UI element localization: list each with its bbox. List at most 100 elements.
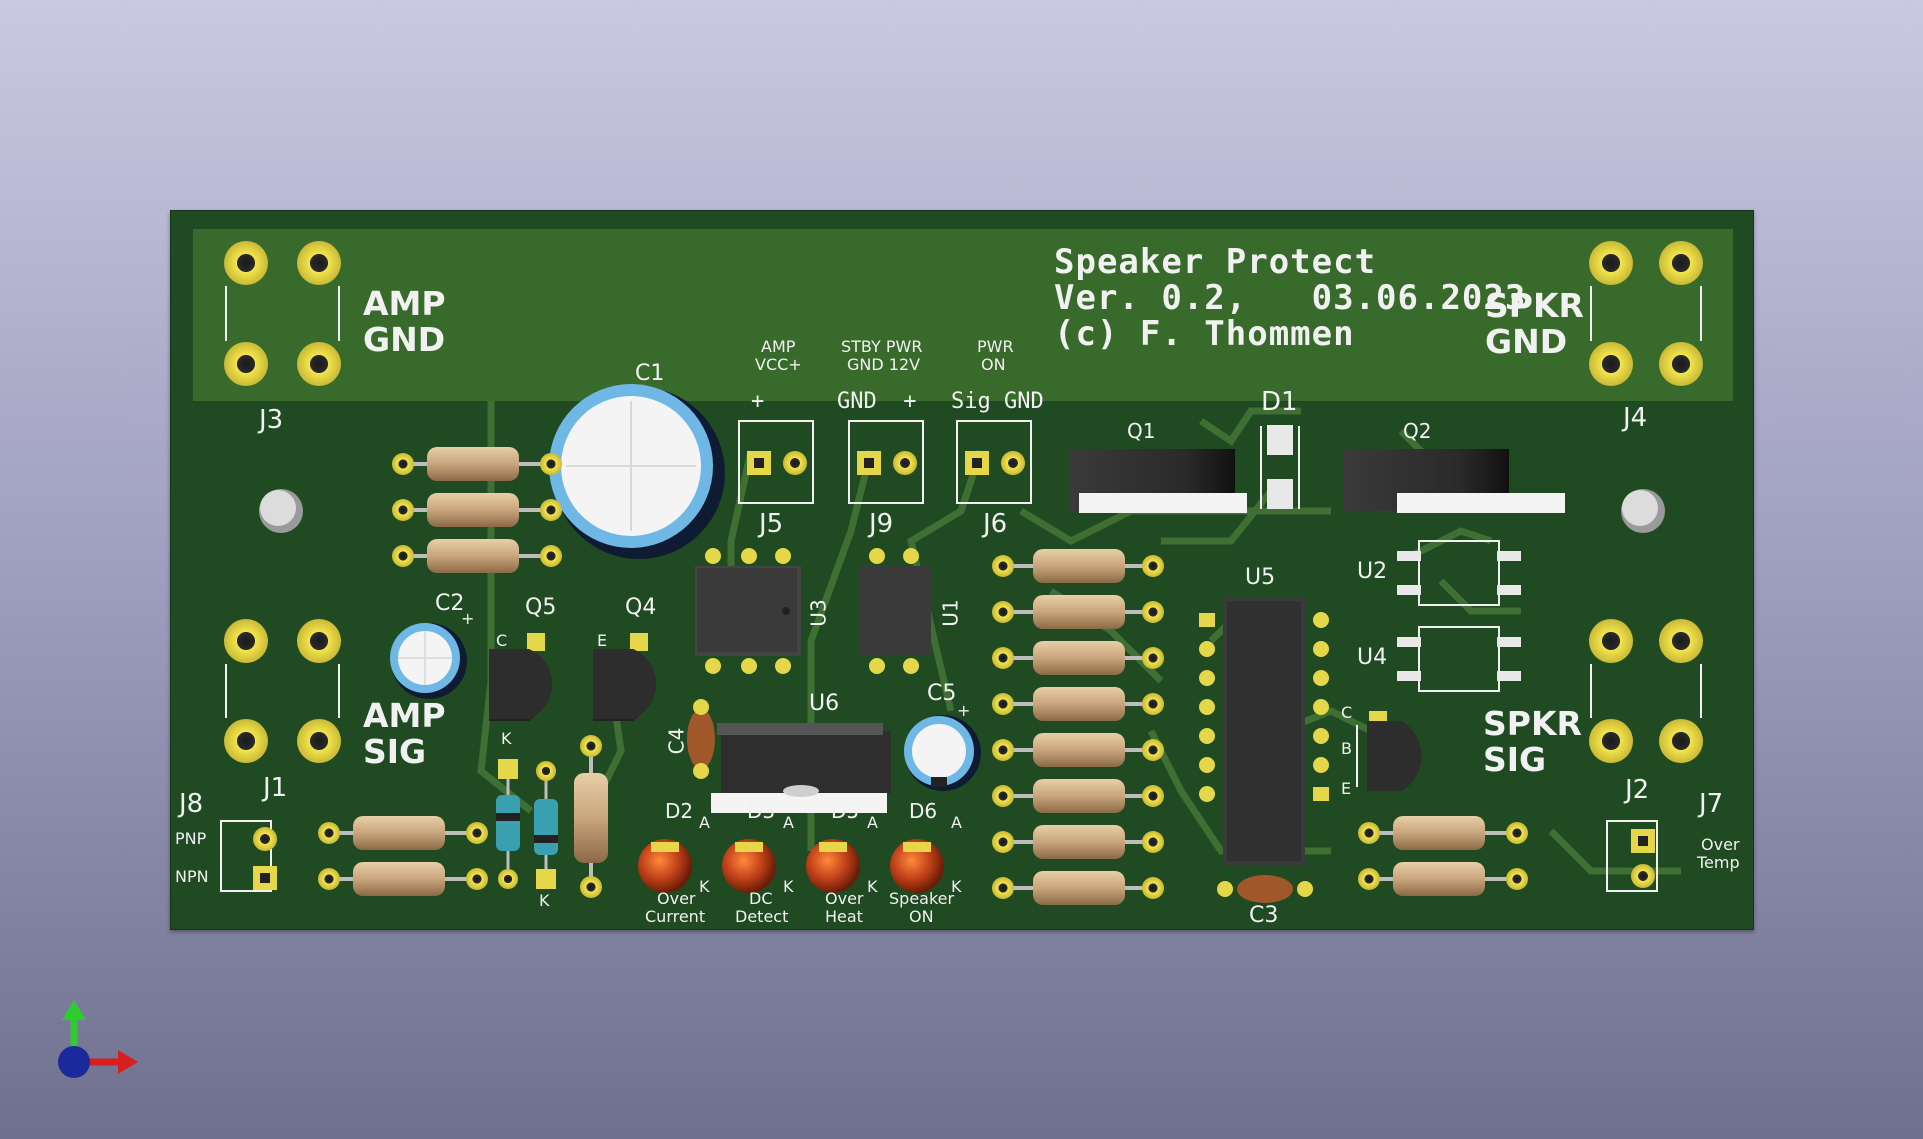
pin-label-e-q4: E [597,631,608,650]
pin-label-a-d5: A [867,813,878,832]
led-label-heat-2: Heat [825,907,863,926]
label-spkr-gnd-2: GND [1485,322,1568,361]
ref-j1: J1 [263,773,288,803]
ref-j7: J7 [1699,789,1724,819]
capacitor-c3 [1217,875,1313,903]
pin-label-c-q3: C [1341,703,1353,722]
title-line-1: Speaker Protect [1054,242,1377,282]
pin-label-a-d6: A [951,813,962,832]
transistor-q5 [489,633,553,721]
ic-u4 [1397,626,1521,692]
resistors-center [992,549,1164,905]
led-label-heat-1: Over [825,889,864,908]
label-amp-sig-1: AMP [363,696,446,735]
led-label-dc-2: Detect [735,907,789,926]
pin-label-b-q3: B [1341,739,1352,758]
pin-label-plus-c5: + [957,701,971,720]
label-pwr-pins: Sig GND [951,389,1044,414]
led-label-speaker-1: Speaker [889,889,955,908]
label-stby-1: STBY PWR [841,337,923,356]
ic-u5 [1199,597,1329,865]
label-amp-vcc-2: VCC+ [755,355,802,374]
label-amp-vcc-pin: + [751,389,765,414]
pcb-artwork [193,229,1733,905]
led-label-over-current-1: Over [657,889,696,908]
pin-label-k-1: K [501,729,512,748]
ref-u5: U5 [1245,565,1276,590]
ref-j3: J3 [259,405,284,435]
capacitor-c1 [549,384,725,559]
transistor-q4 [593,633,657,721]
ref-q5: Q5 [525,595,557,620]
label-amp-gnd-1: AMP [363,284,446,323]
ref-c2: C2 [435,591,465,616]
ref-u3: U3 [806,599,831,627]
pin-label-a-d3: A [783,813,794,832]
ic-u3 [695,548,801,674]
label-amp-sig-2: SIG [363,732,427,771]
ref-u2: U2 [1357,559,1388,584]
ref-u6: U6 [809,691,840,716]
pin-label-k-d5: K [867,877,878,896]
ref-j2: J2 [1625,775,1650,805]
pin-label-a-d2: A [699,813,710,832]
diode-d1 [1260,425,1300,509]
mosfet-q2 [1343,449,1565,513]
ref-d3: D3 [747,799,776,823]
ref-d6: D6 [909,799,938,823]
ref-q2: Q2 [1403,419,1432,443]
ref-u4: U4 [1357,645,1388,670]
ref-j8: J8 [179,789,204,819]
label-npn: NPN [175,867,209,886]
ref-c1: C1 [635,361,665,386]
title-line-2: Ver. 0.2, 03.06.2023 [1054,278,1527,318]
ref-j6: J6 [983,509,1008,539]
resistors-left [318,447,608,898]
label-pnp: PNP [175,829,207,848]
ref-c5: C5 [927,681,957,706]
label-over-temp-2: Temp [1697,853,1740,872]
regulator-u6 [711,723,891,813]
pin-label-plus-c2: + [461,609,475,628]
capacitor-c2 [390,623,467,699]
transistor-q3 [1356,711,1422,791]
label-amp-gnd-2: GND [363,320,446,359]
ref-d5: D5 [831,799,860,823]
pin-label-e-q3: E [1341,779,1352,798]
screw-terminal-pads [224,241,1703,763]
ic-u2 [1397,540,1521,606]
label-spkr-sig-2: SIG [1483,740,1547,779]
title-line-3: (c) F. Thommen [1054,314,1355,354]
ic-u1 [859,548,931,674]
label-stby-pins: GND + [837,389,917,414]
pin-label-k-d3: K [783,877,794,896]
led-label-dc-1: DC [749,889,773,908]
ref-q1: Q1 [1127,419,1156,443]
label-over-temp-1: Over [1701,835,1740,854]
mosfet-q1 [1069,449,1247,513]
ref-d1: D1 [1261,387,1298,417]
ref-j4: J4 [1623,403,1648,433]
label-spkr-gnd-1: SPKR [1485,286,1584,325]
label-pwr-1: PWR [977,337,1014,356]
label-amp-vcc-1: AMP [761,337,796,356]
ref-c3: C3 [1249,903,1279,928]
diodes-small [496,759,558,889]
pin-label-k-2: K [539,891,550,910]
axis-gizmo-icon [58,1000,138,1078]
ref-j5: J5 [759,509,784,539]
pin-label-c-q5: C [496,631,508,650]
resistors-right [1358,816,1528,896]
ref-q4: Q4 [625,595,657,620]
label-pwr-2: ON [981,355,1006,374]
led-label-over-current-2: Current [645,907,706,926]
leds [638,839,944,893]
label-spkr-sig-1: SPKR [1483,704,1582,743]
ref-u1: U1 [938,599,963,627]
led-label-speaker-2: ON [909,907,934,926]
pin-label-k-d6: K [951,877,962,896]
capacitor-c4 [687,699,715,779]
ref-c4: C4 [664,727,689,755]
pin-label-k-d2: K [699,877,710,896]
